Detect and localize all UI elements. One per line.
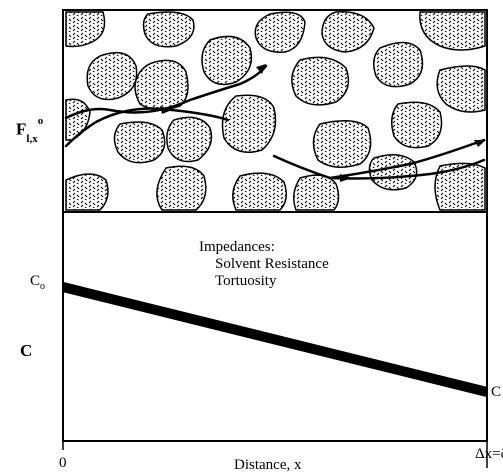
impedance-item: Solvent Resistance — [215, 256, 329, 272]
particle — [134, 59, 189, 111]
particle — [321, 11, 375, 53]
particle — [113, 121, 166, 164]
particle — [156, 165, 207, 211]
particle — [65, 11, 106, 48]
concentration-panel — [62, 211, 488, 442]
concentration-line — [61, 282, 489, 397]
solid-particles — [65, 11, 486, 211]
flux-superscript: o — [37, 115, 44, 127]
particle — [65, 173, 109, 211]
c-end-label: C — [491, 384, 502, 400]
particle — [221, 94, 277, 153]
diffusion-paths — [64, 64, 486, 180]
particle — [368, 154, 418, 191]
particle — [434, 162, 486, 211]
c-axis-label: C — [20, 341, 33, 360]
c-start-subscript: o — [40, 281, 46, 292]
impedance-item: Tortuosity — [215, 273, 277, 289]
particle — [254, 11, 306, 53]
flow-arrowheads — [160, 64, 486, 182]
arrowhead — [160, 106, 172, 114]
particle — [291, 56, 350, 106]
flux-label: Fl,x o — [16, 116, 43, 146]
diffusion-path — [328, 158, 486, 180]
particle — [419, 11, 486, 51]
diffusion-path — [64, 107, 230, 148]
particle — [201, 35, 253, 86]
arrowhead — [256, 64, 266, 74]
particle — [373, 41, 424, 88]
c-start-symbol: C — [30, 273, 41, 289]
particle — [312, 120, 372, 168]
impedances-heading: Impedances: — [199, 239, 275, 255]
delta-label: Δx=δ — [475, 446, 503, 462]
flux-subscript: l,x — [26, 133, 38, 146]
particle — [166, 116, 213, 163]
origin-label: 0 — [59, 455, 67, 471]
diffusion-path — [64, 64, 268, 120]
particle — [86, 51, 138, 101]
particle — [293, 174, 340, 211]
arrowhead — [340, 174, 352, 182]
arrowhead — [474, 140, 486, 147]
particle — [436, 65, 486, 113]
c-start-label: Co — [30, 274, 45, 292]
particle — [391, 101, 443, 149]
particle — [142, 11, 195, 48]
x-axis-label: Distance, x — [234, 457, 302, 473]
flux-symbol: F — [16, 119, 27, 139]
particle — [232, 172, 287, 211]
diffusion-path — [272, 138, 486, 180]
impedances-legend: Impedances: Solvent Resistance Tortuosit… — [199, 239, 329, 290]
